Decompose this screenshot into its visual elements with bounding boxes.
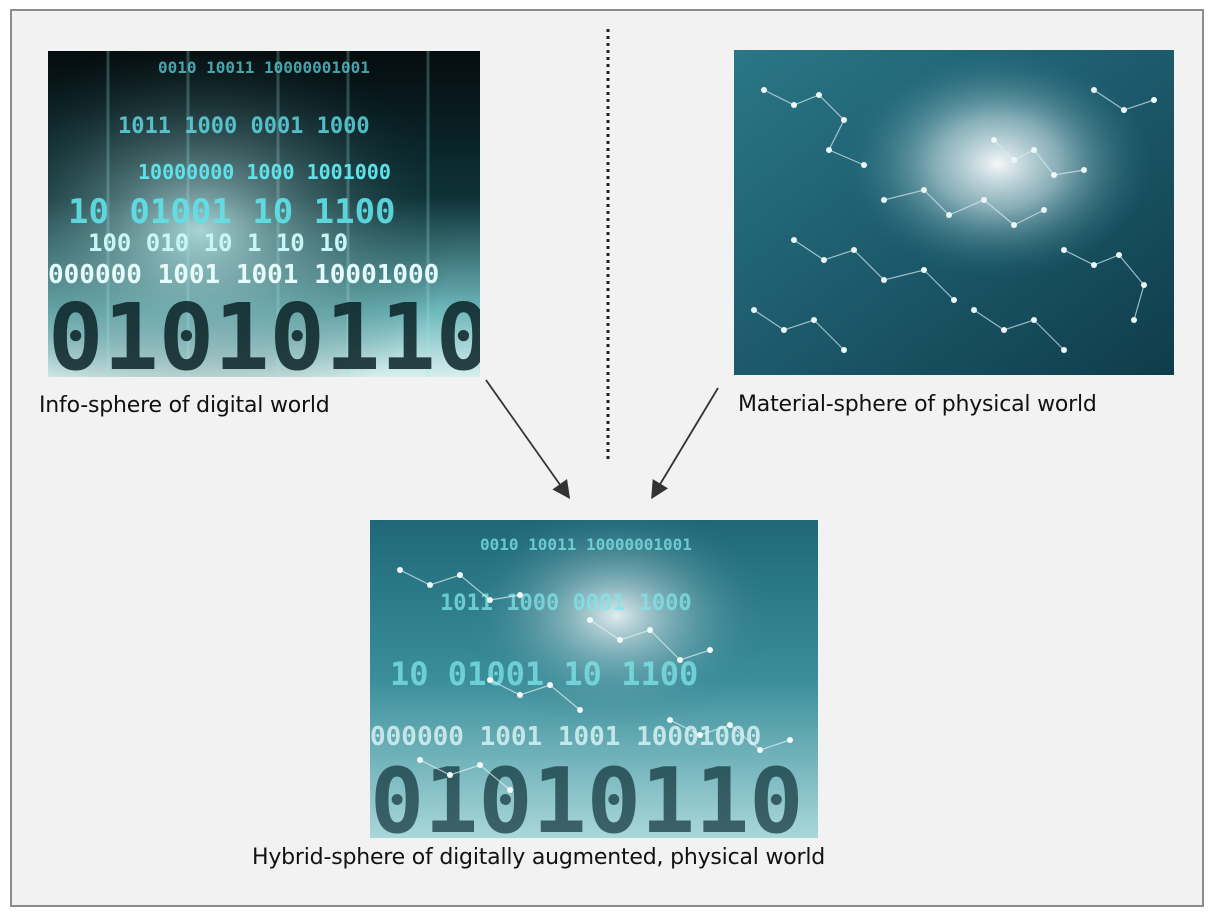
caption-physical-world: Material-sphere of physical world (738, 392, 1097, 417)
physical-world-image (734, 50, 1174, 375)
binary-row: 0010 10011 10000001001 (158, 58, 370, 77)
binary-row: 1011 1000 0001 1000 (118, 114, 370, 139)
caption-hybrid-world: Hybrid-sphere of digitally augmented, ph… (252, 845, 826, 870)
binary-row: 01010110 (48, 284, 480, 377)
binary-row: 01010110 (370, 749, 803, 838)
hybrid-world-image: 0010 10011 10000001001 1011 1000 0001 10… (370, 520, 818, 838)
arrow-physical-to-hybrid (651, 387, 719, 500)
binary-row: 100 010 10 1 10 10 (88, 229, 348, 257)
binary-row: 1011 1000 0001 1000 (440, 591, 692, 616)
binary-row: 10000000 1000 1001000 (138, 160, 391, 184)
binary-row: 000000 1001 1001 10001000 (370, 722, 761, 752)
digital-world-image: 0010 10011 10000001001 1011 1000 0001 10… (48, 51, 480, 377)
binary-row: 0010 10011 10000001001 (480, 535, 692, 554)
binary-row: 000000 1001 1001 10001000 (48, 260, 439, 290)
binary-row: 10 01001 10 1100 (68, 192, 396, 232)
figure-frame: 0010 10011 10000001001 1011 1000 0001 10… (10, 9, 1204, 907)
arrow-digital-to-hybrid (485, 379, 571, 499)
caption-digital-world: Info-sphere of digital world (39, 393, 330, 418)
